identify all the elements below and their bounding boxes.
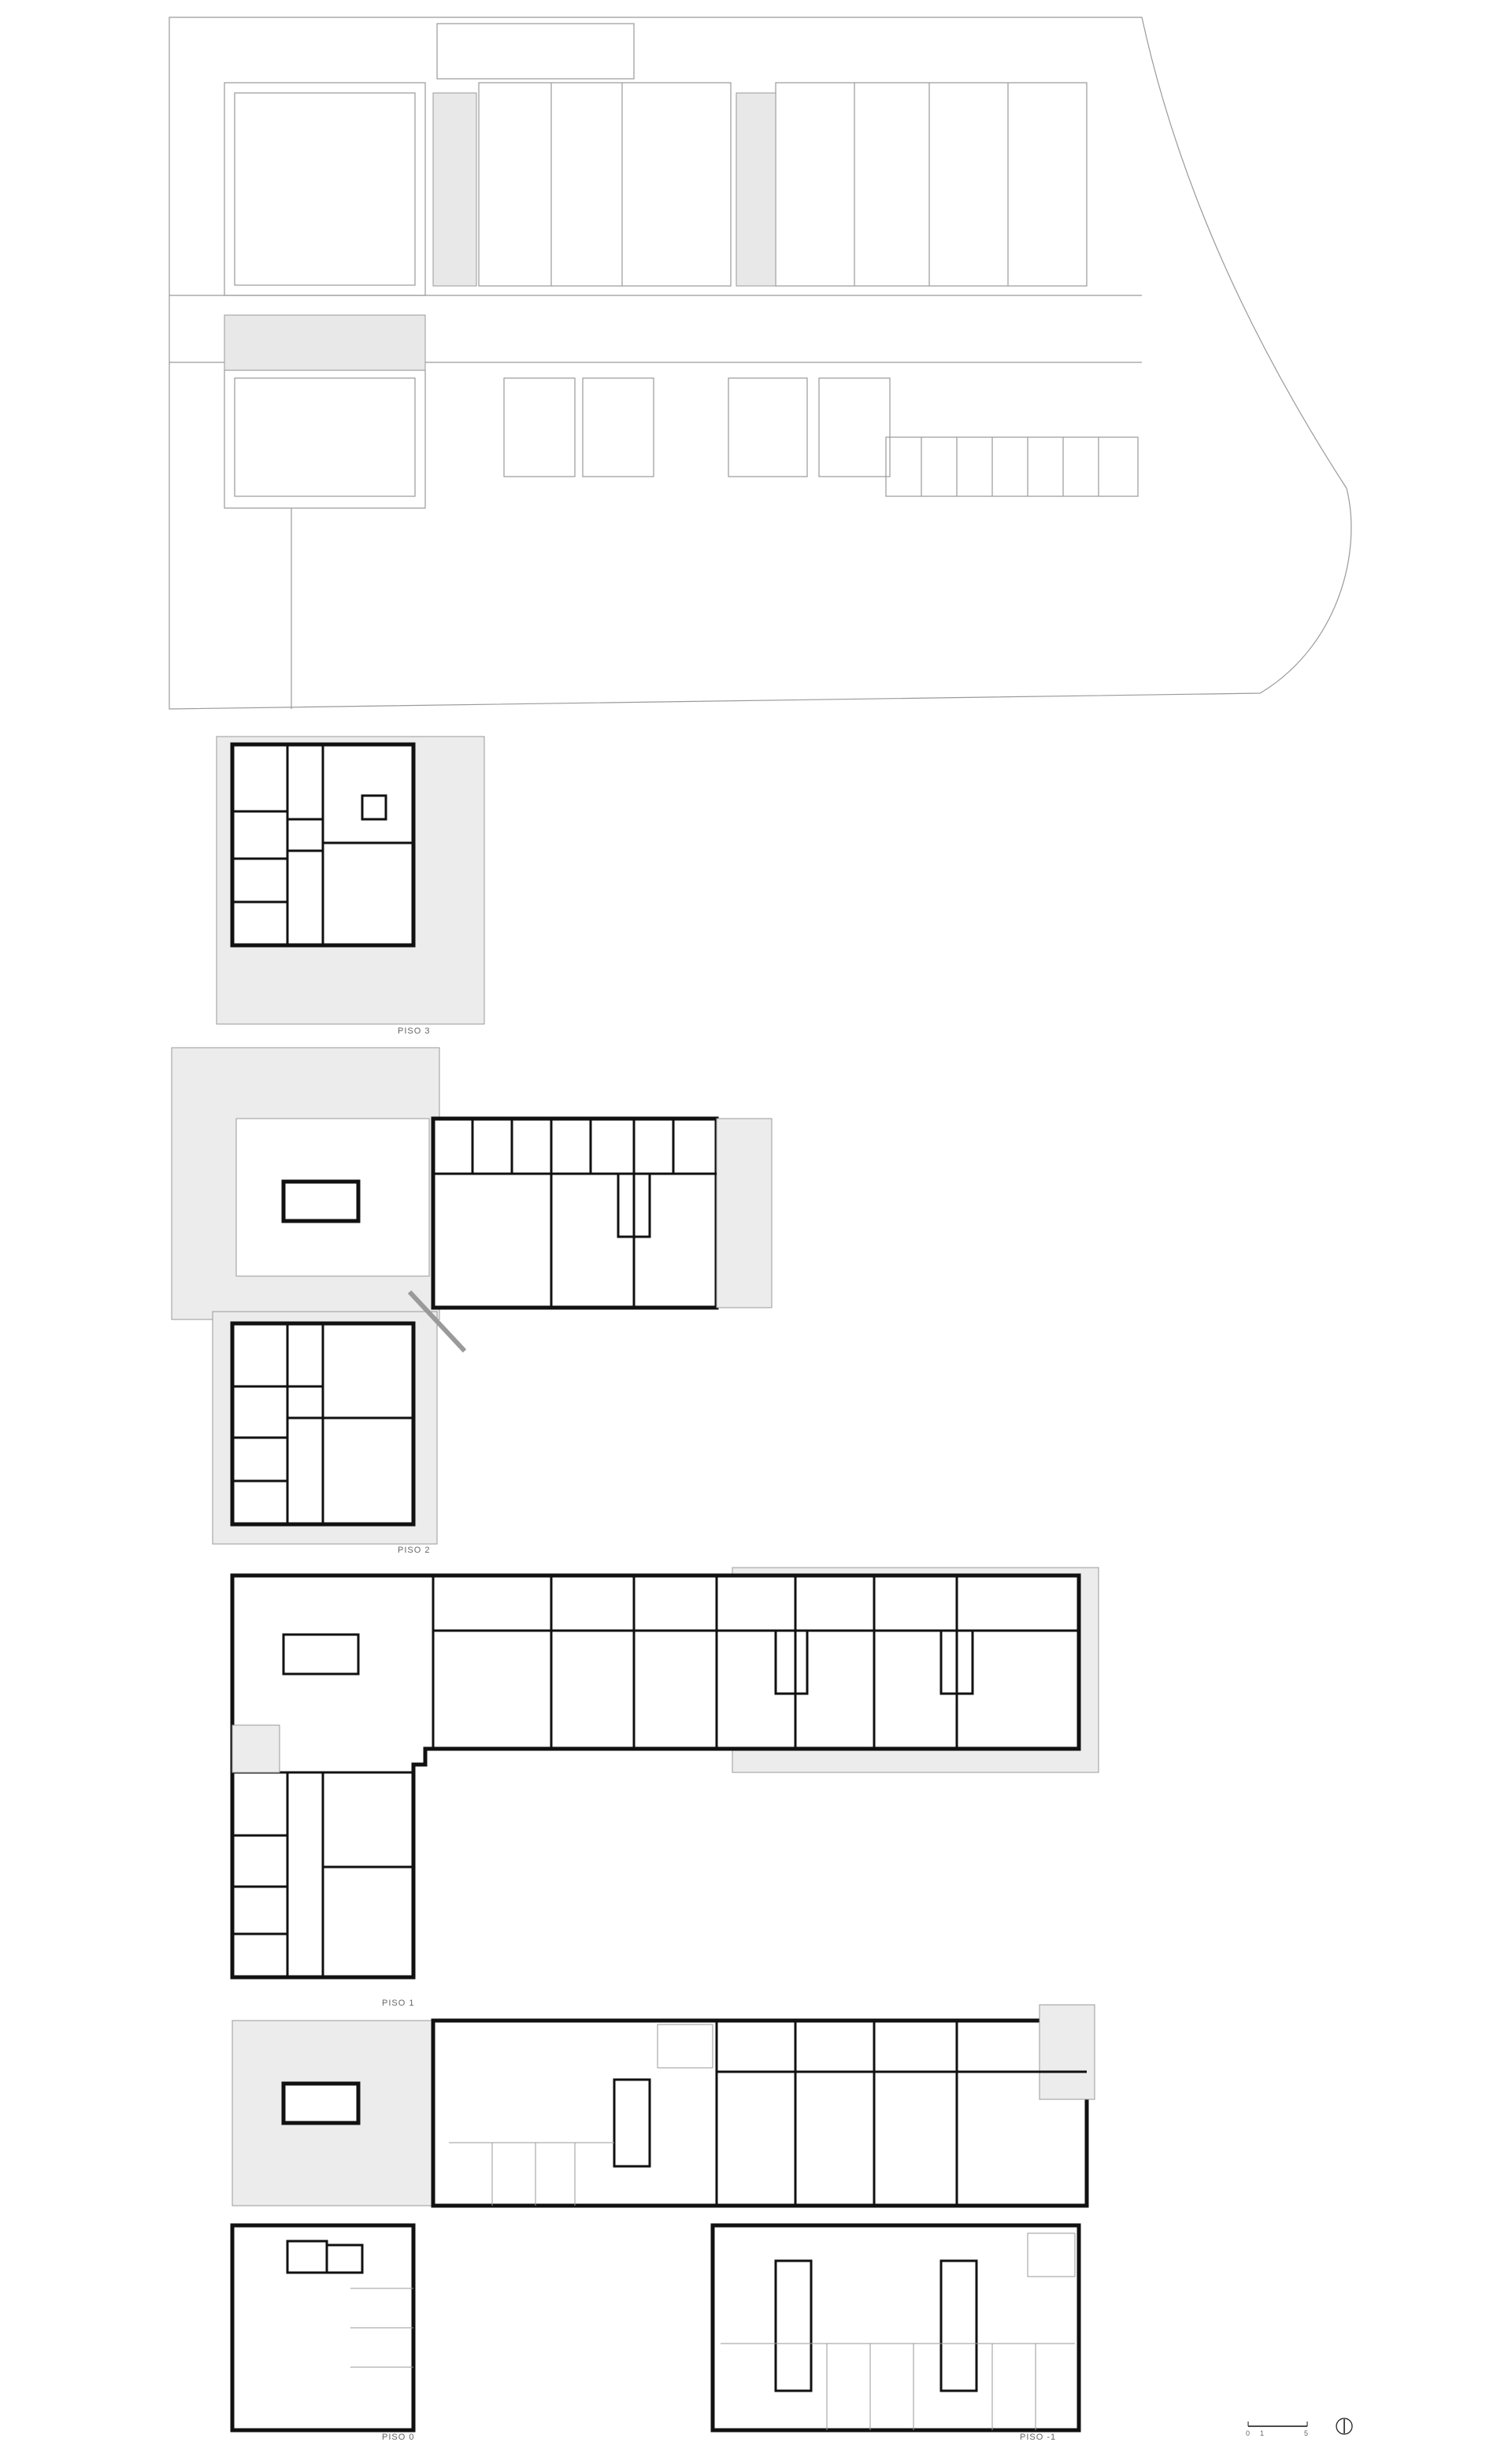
piso2-core bbox=[281, 1179, 361, 1223]
floor-plan-piso-3 bbox=[216, 736, 485, 1025]
piso0-main bbox=[431, 2018, 1089, 2208]
floor-plan-piso-1 bbox=[230, 1567, 1099, 1980]
piso0-core-north bbox=[281, 2081, 361, 2125]
floor-plan-piso-2 bbox=[171, 1047, 773, 1545]
lowrise-unit-1 bbox=[503, 377, 576, 477]
piso2-south-partitions bbox=[232, 1323, 413, 1524]
site-boundary bbox=[169, 17, 1352, 710]
floor-plan-piso-minus-1 bbox=[710, 2223, 1081, 2433]
piso1-footprint bbox=[230, 1573, 1081, 1980]
lowrise-unit-3 bbox=[728, 377, 808, 477]
pisom1-parking bbox=[721, 2232, 1076, 2430]
scale-tick-1: 1 bbox=[1260, 2429, 1265, 2437]
piso1-gallery bbox=[232, 1724, 280, 1773]
roof-block-d bbox=[224, 369, 426, 509]
parking-top bbox=[436, 23, 635, 80]
roof-block-a bbox=[224, 82, 426, 296]
floor-plan-piso-0 bbox=[230, 2004, 1095, 2433]
pisom1-cores bbox=[774, 2259, 978, 2392]
piso0-parking bbox=[449, 2024, 713, 2206]
site-hatch-strips bbox=[224, 92, 776, 371]
piso2-east-wing bbox=[431, 1116, 719, 1310]
scale-tick-5: 5 bbox=[1304, 2429, 1309, 2437]
piso2-stair bbox=[407, 1290, 467, 1353]
scale-tick-0: 0 bbox=[1246, 2429, 1251, 2437]
label-piso-1: PISO 1 bbox=[382, 1999, 415, 2008]
piso2-east-terrace bbox=[716, 1118, 773, 1308]
label-piso-3: PISO 3 bbox=[398, 1026, 431, 1036]
piso0-south-parking bbox=[350, 2288, 413, 2368]
roof-block-b bbox=[478, 82, 732, 287]
roof-block-c bbox=[775, 82, 1088, 287]
roof-block-a-inner bbox=[234, 92, 416, 286]
north-arrow-icon bbox=[1336, 2418, 1353, 2435]
piso2-partitions bbox=[433, 1119, 717, 1308]
piso0-partitions bbox=[613, 2021, 1087, 2206]
piso0-corner-terrace bbox=[1039, 2004, 1095, 2100]
piso0-south-partitions bbox=[286, 2240, 364, 2274]
lowrise-unit-2 bbox=[582, 377, 654, 477]
label-piso-2: PISO 2 bbox=[398, 1546, 431, 1555]
scale-bar bbox=[1247, 2422, 1308, 2427]
piso1-partitions bbox=[232, 1575, 1079, 1977]
label-piso-minus-1: PISO -1 bbox=[1020, 2433, 1057, 2442]
piso3-partitions bbox=[232, 744, 413, 945]
parking-right bbox=[885, 436, 1139, 497]
roof-block-d-inner bbox=[234, 377, 416, 497]
lowrise-unit-4 bbox=[818, 377, 891, 477]
pisom1-block bbox=[710, 2223, 1081, 2433]
label-piso-0: PISO 0 bbox=[382, 2433, 415, 2442]
